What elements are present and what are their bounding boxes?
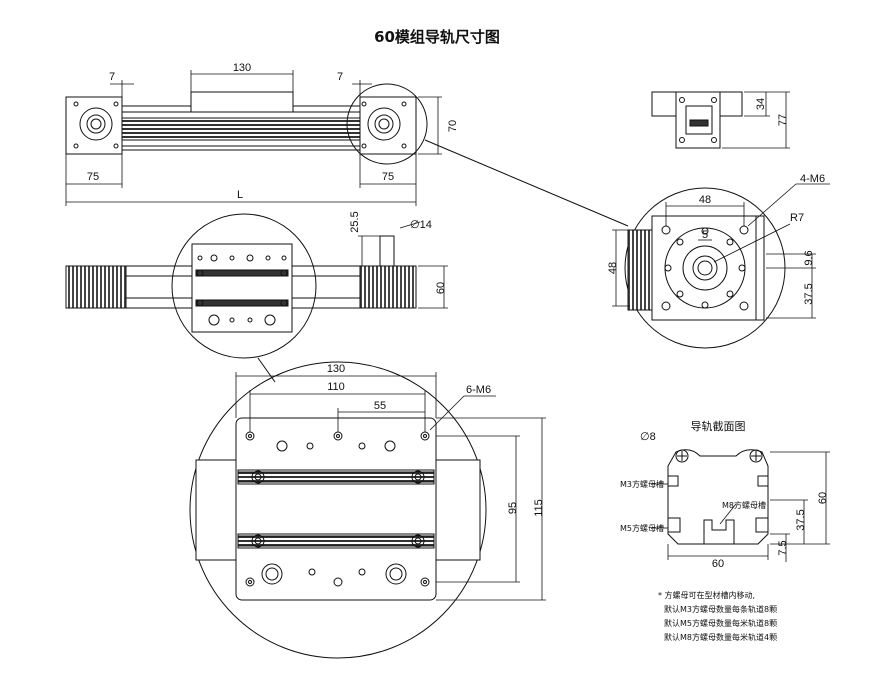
motor-detail-dimensions [612, 183, 830, 319]
dim-7-left: 7 [109, 71, 115, 83]
section-title: 导轨截面图 [691, 419, 746, 433]
dim-5: 5 [702, 229, 708, 241]
drawing-title: 60模组导轨尺寸图 [374, 28, 500, 46]
carriage-detail [189, 361, 487, 659]
dim-7-right: 7 [337, 71, 343, 83]
dim-6m6: 6-M6 [466, 384, 491, 396]
dim-75-right: 75 [382, 171, 394, 183]
dim-phi8: ∅8 [640, 431, 656, 443]
note-line-2: 默认M3方螺母数量每条轨道8颗 [664, 604, 777, 614]
dim-60-section-side: 60 [817, 492, 829, 504]
label-m5-slot: M5方螺母槽 [620, 523, 664, 533]
dim-25-5: 25.5 [349, 211, 361, 232]
dim-60-section-bottom: 60 [712, 558, 724, 570]
dim-4m6: 4-M6 [800, 173, 825, 185]
dim-77: 77 [777, 114, 789, 126]
note-line-3: 默认M5方螺母数量每米轨道8颗 [664, 618, 777, 628]
dim-37-5-section: 37.5 [795, 509, 807, 530]
dim-9-6: 9.6 [803, 250, 815, 265]
dim-130-carriage: 130 [327, 363, 345, 375]
carriage-dimensions [235, 372, 546, 601]
dim-130-top: 130 [233, 62, 251, 74]
dim-34: 34 [755, 98, 767, 110]
side-view [65, 213, 417, 383]
dim-115: 115 [533, 499, 545, 517]
top-view-dimensions [65, 70, 442, 206]
dim-37-5: 37.5 [803, 283, 815, 304]
dim-48-top: 48 [699, 194, 711, 206]
dim-55: 55 [374, 400, 386, 412]
motor-detail [624, 187, 786, 349]
dim-r7: R7 [790, 212, 804, 224]
dim-48-side: 48 [607, 262, 619, 274]
label-m8-slot: M8方螺母槽 [722, 500, 766, 510]
dim-70: 70 [447, 120, 459, 132]
dim-phi14: ∅14 [410, 219, 432, 231]
dim-75-left: 75 [87, 171, 99, 183]
top-view [65, 83, 629, 227]
section-dimensions [652, 451, 830, 562]
dim-110: 110 [327, 381, 345, 393]
end-view [651, 91, 743, 149]
label-m3-slot: M3方螺母槽 [620, 479, 664, 489]
dim-95: 95 [507, 502, 519, 514]
dim-7-5: 7.5 [777, 540, 789, 555]
rail-section [667, 449, 769, 545]
dim-L: L [237, 189, 243, 201]
end-view-dimensions [722, 91, 790, 149]
dim-60-side: 60 [435, 282, 447, 294]
note-line-1: * 方螺母可在型材槽内移动, [658, 590, 755, 600]
note-line-4: 默认M8方螺母数量每米轨道4颗 [664, 632, 777, 642]
side-view-dimensions [358, 221, 448, 309]
